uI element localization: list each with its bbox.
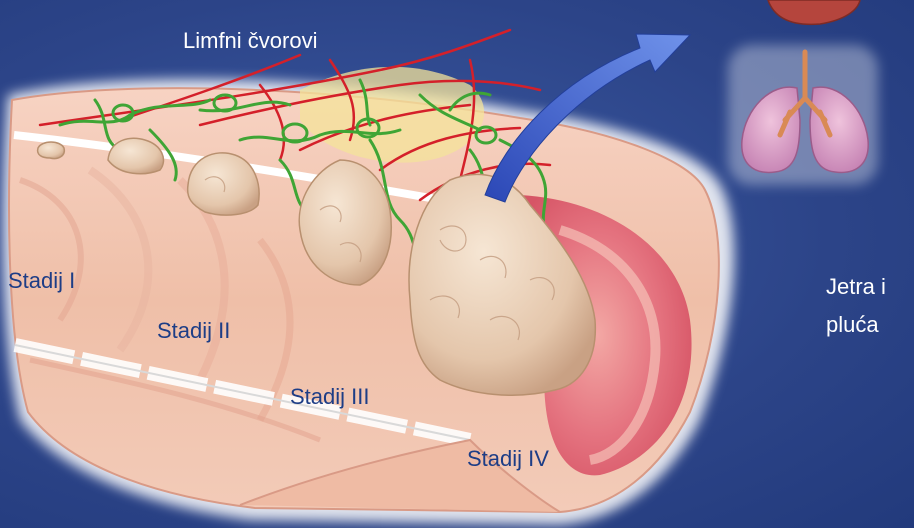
lymph-nodes-label: Limfni čvorovi <box>183 28 317 54</box>
lungs-icon <box>728 45 878 185</box>
stage-1-label: Stadij I <box>8 268 75 294</box>
stage-4-label: Stadij IV <box>467 446 549 472</box>
stage-3-label: Stadij III <box>290 384 369 410</box>
liver-lungs-label-line2: pluća <box>826 312 879 338</box>
liver-lungs-label-line1: Jetra i <box>826 274 886 300</box>
stage-2-label: Stadij II <box>157 318 230 344</box>
liver-icon <box>768 0 860 24</box>
